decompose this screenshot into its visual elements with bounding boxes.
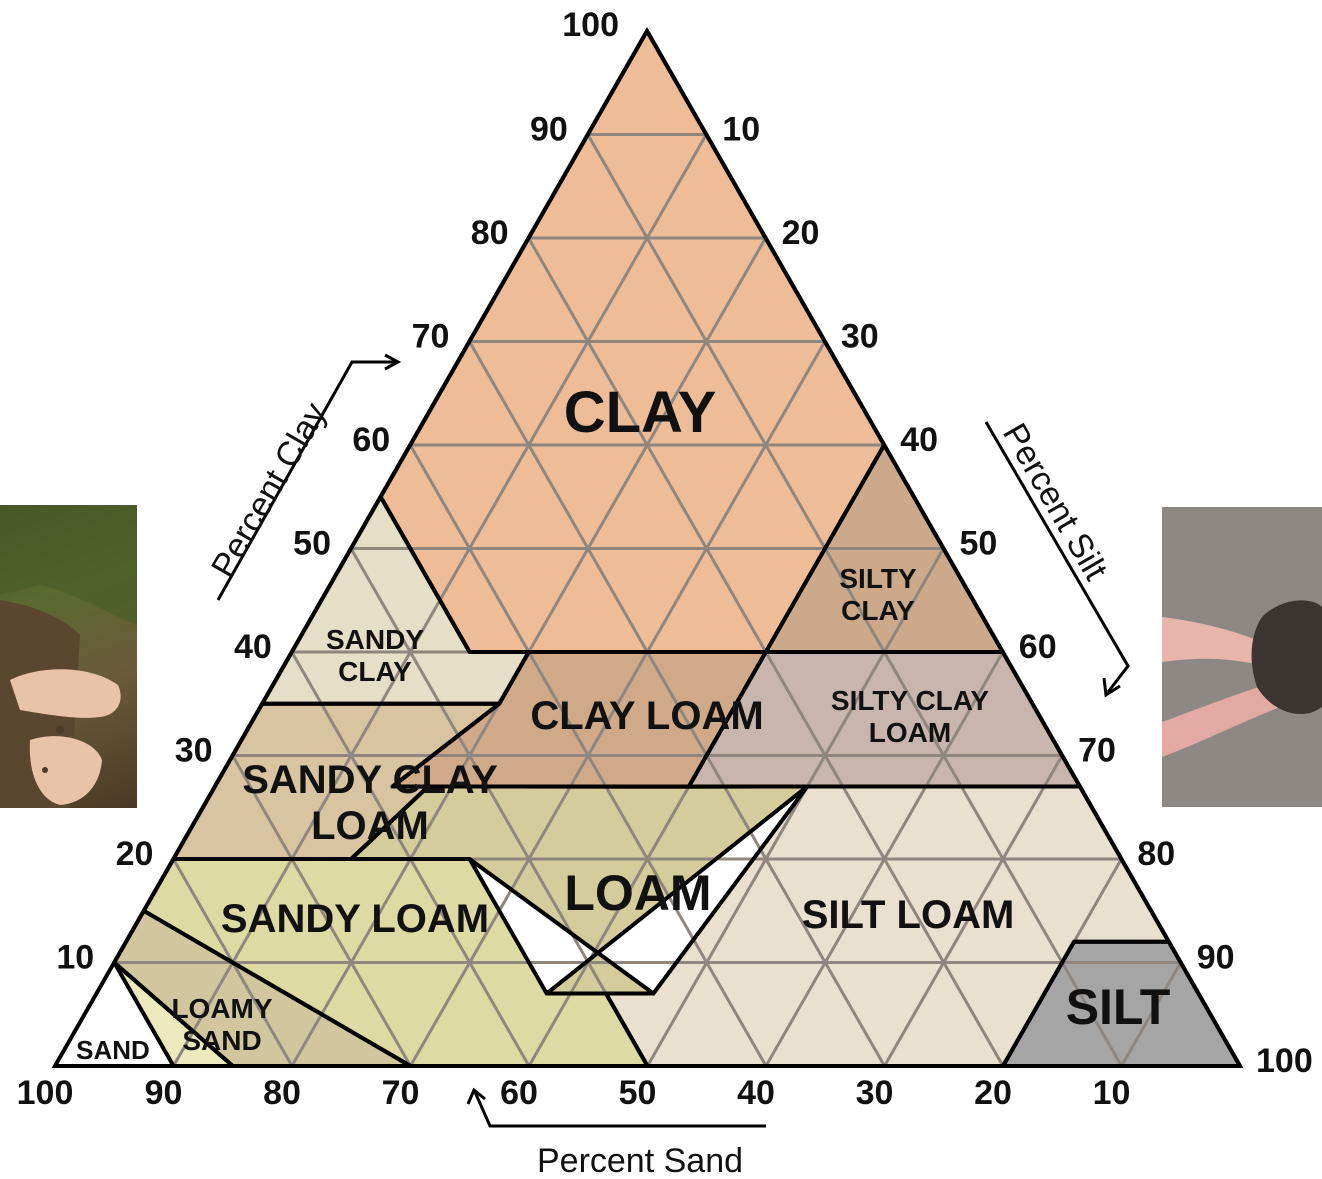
sand-tick-label: 20 <box>974 1074 1012 1112</box>
sand-tick-label: 90 <box>145 1074 183 1112</box>
loamy-sand-label: SAND <box>182 1025 261 1056</box>
sand-tick-label: 40 <box>737 1074 775 1112</box>
sandy-clay-loam-label: SANDY CLAY <box>242 758 498 802</box>
clay-tick-label: 30 <box>175 732 213 770</box>
sand-tick-label: 100 <box>17 1074 74 1112</box>
clay-tick-label: 20 <box>116 835 154 873</box>
silt-tick-label: 90 <box>1197 939 1235 977</box>
silt-tick-label: 30 <box>841 318 879 356</box>
sandy-loam-label: SANDY LOAM <box>221 897 489 941</box>
silt-tick-label: 80 <box>1137 835 1175 873</box>
silt-tick-label: 100 <box>1256 1042 1313 1080</box>
sand-tick-label: 30 <box>856 1074 894 1112</box>
sand-label: SAND <box>76 1035 150 1065</box>
sand-axis-title: Percent Sand <box>537 1142 743 1179</box>
sand-tick-label: 60 <box>500 1074 538 1112</box>
clay-tick-label: 90 <box>530 111 568 149</box>
clay-loam-label: CLAY LOAM <box>530 694 763 738</box>
clay-tick-label: 70 <box>412 318 450 356</box>
silt-tick-label: 20 <box>782 214 820 252</box>
silt-tick-label: 60 <box>1019 628 1057 666</box>
sandy-clay-label: CLAY <box>338 656 412 687</box>
silt-tick-label: 70 <box>1078 732 1116 770</box>
clay-tick-label: 10 <box>56 939 94 977</box>
silty-clay-loam-label: LOAM <box>869 717 951 748</box>
silt-tick-label: 40 <box>900 421 938 459</box>
sand-tick-label: 10 <box>1093 1074 1131 1112</box>
silty-clay-label: CLAY <box>841 595 915 626</box>
sandy-clay-label: SANDY <box>326 624 424 655</box>
clay-tick-label: 40 <box>234 628 272 666</box>
silty-clay-loam-label: SILTY CLAY <box>831 685 990 716</box>
silt-tick-label: 50 <box>960 525 998 563</box>
silt-loam-label: SILT LOAM <box>802 893 1015 937</box>
clay-tick-label: 50 <box>293 525 331 563</box>
silt-tick-label: 10 <box>722 111 760 149</box>
silty-clay-label: SILTY <box>839 563 917 594</box>
clay-tick-label: 100 <box>562 6 619 44</box>
loam-label: LOAM <box>564 865 711 921</box>
clay-tick-label: 80 <box>471 214 509 252</box>
sandy-clay-loam-label: LOAM <box>311 804 429 848</box>
clay-tick-label: 60 <box>352 421 390 459</box>
silt-axis-title: Percent Silt <box>995 417 1115 587</box>
silt-label: SILT <box>1066 979 1171 1035</box>
sand-tick-label: 80 <box>263 1074 301 1112</box>
clay-label: CLAY <box>564 380 717 445</box>
sand-tick-label: 50 <box>619 1074 657 1112</box>
loamy-sand-label: LOAMY <box>171 993 272 1024</box>
sand-tick-label: 70 <box>382 1074 420 1112</box>
